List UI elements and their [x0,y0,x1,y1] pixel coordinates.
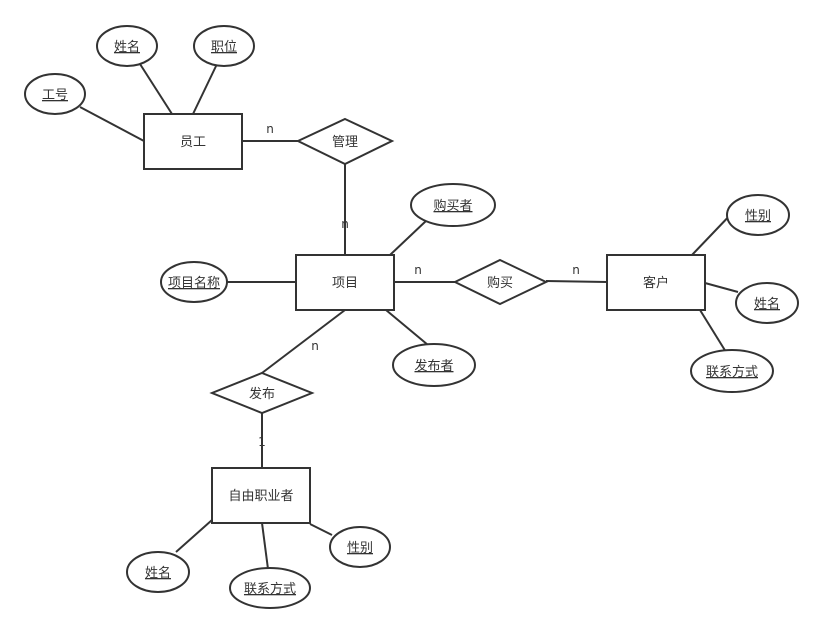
edge-employee-name [139,63,173,115]
attribute-freelancer-contact[interactable]: 联系方式 [229,567,311,609]
cardinality-employee-manage: n [266,122,274,136]
attribute-project-publisher-label: 发布者 [414,358,453,374]
entity-customer[interactable]: 客户 [606,254,706,311]
edge-employee-id [79,106,145,142]
attribute-project-publisher[interactable]: 发布者 [392,343,476,387]
attribute-customer-contact[interactable]: 联系方式 [690,349,774,393]
attribute-employee-id[interactable]: 工号 [24,73,86,115]
attribute-project-name[interactable]: 项目名称 [160,261,228,303]
entity-project[interactable]: 项目 [295,254,395,311]
entity-employee-label: 员工 [180,135,206,150]
attribute-freelancer-contact-label: 联系方式 [244,581,296,597]
edge-project-buyer [389,219,428,256]
relationship-manage[interactable]: 管理 [295,117,395,166]
attribute-customer-gender[interactable]: 性别 [726,194,790,236]
relationship-purchase-label: 购买 [487,275,513,291]
attribute-employee-position-label: 职位 [211,40,237,55]
entity-customer-label: 客户 [643,275,669,291]
attribute-customer-name-label: 姓名 [754,296,780,312]
relationship-publish-label: 发布 [249,386,275,402]
entity-freelancer-label: 自由职业者 [228,489,293,504]
entity-freelancer[interactable]: 自由职业者 [211,467,311,524]
attribute-freelancer-name-label: 姓名 [145,565,171,581]
edge-project-publisher [385,309,429,346]
cardinality-project-publish: n [311,339,319,353]
attribute-project-buyer-label: 购买者 [433,198,472,214]
attribute-freelancer-gender[interactable]: 性别 [329,526,391,568]
edge-freelancer-gender [309,523,333,536]
relationship-purchase[interactable]: 购买 [452,258,549,306]
edge-freelancer-name [175,519,213,553]
attribute-freelancer-gender-label: 性别 [347,541,373,556]
edge-freelancer-contact [261,522,269,570]
cardinality-purchase-customer: n [572,263,580,277]
attribute-freelancer-name[interactable]: 姓名 [126,551,190,593]
entity-project-label: 项目 [332,276,358,291]
relationship-manage-label: 管理 [332,135,358,150]
attribute-project-name-label: 项目名称 [168,275,220,291]
edge-customer-contact [699,309,727,353]
attribute-customer-contact-label: 联系方式 [706,364,758,380]
edge-customer-name [704,282,739,293]
connectors [79,63,739,570]
cardinality-manage-project: n [341,217,349,231]
attribute-employee-name[interactable]: 姓名 [96,25,158,67]
relationship-publish[interactable]: 发布 [209,371,315,415]
edge-purchase-customer [545,280,608,283]
attribute-customer-name[interactable]: 姓名 [735,282,799,324]
entity-employee[interactable]: 员工 [143,113,243,170]
attribute-employee-position[interactable]: 职位 [193,25,255,67]
cardinality-publish-freelancer: 1 [258,435,266,449]
attribute-project-buyer[interactable]: 购买者 [410,183,496,227]
attribute-employee-name-label: 姓名 [114,39,140,55]
edge-project-publish [261,309,346,374]
attribute-customer-gender-label: 性别 [745,209,771,224]
attribute-employee-id-label: 工号 [42,88,68,103]
cardinality-project-purchase: n [414,263,422,277]
edge-employee-position [192,63,218,115]
